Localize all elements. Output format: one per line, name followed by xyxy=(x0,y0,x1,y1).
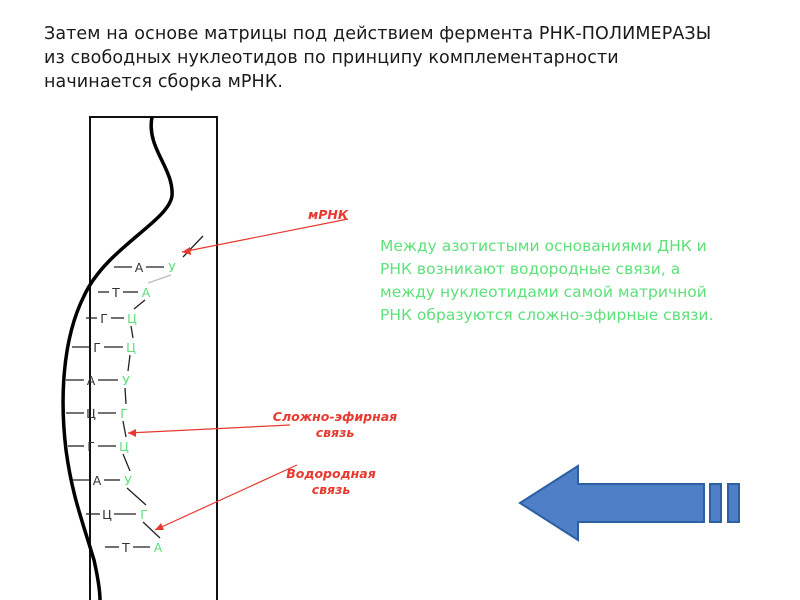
dna-base: Г xyxy=(100,311,108,326)
note-line-2: РНК возникают водородные связи, а xyxy=(380,258,780,281)
dna-base: Ц xyxy=(86,406,96,421)
arrow-body xyxy=(520,466,704,540)
rna-base: Ц xyxy=(127,311,137,326)
ester-bond xyxy=(148,275,171,283)
dna-base: А xyxy=(93,473,102,488)
hydrogen-bond-label-line-2: связь xyxy=(276,482,386,498)
dna-base: Г xyxy=(87,439,95,454)
arrow-stripe-1 xyxy=(710,484,721,522)
hydrogen-bond-label: Водородная связь xyxy=(276,466,386,498)
left-arrow-icon[interactable] xyxy=(516,462,746,544)
rna-base: У xyxy=(124,473,132,488)
ester-bond-label-line-1: Сложно-эфирная xyxy=(262,409,408,425)
rna-base: А xyxy=(142,285,151,300)
dna-base: Т xyxy=(121,540,130,555)
dna-base: Ц xyxy=(102,507,112,522)
hydrogen-bond-label-line-1: Водородная xyxy=(276,466,386,482)
ester-bond xyxy=(131,326,133,338)
mrna-pointer-line xyxy=(182,219,348,252)
ester-bond-label-line-2: связь xyxy=(262,425,408,441)
dna-backbone xyxy=(63,117,172,600)
explanation-note: Между азотистыми основаниями ДНК и РНК в… xyxy=(380,235,780,327)
dna-base: Г xyxy=(93,340,101,355)
rna-base: Г xyxy=(120,406,128,421)
rna-base: Ц xyxy=(126,340,136,355)
ester-bond-label: Сложно-эфирная связь xyxy=(262,409,408,441)
dna-base: А xyxy=(87,373,96,388)
ester-pointer-head xyxy=(128,429,136,437)
dna-base: А xyxy=(135,260,144,275)
mrna-label: мРНК xyxy=(308,207,348,223)
rna-base: У xyxy=(122,373,130,388)
ester-bond xyxy=(123,421,126,437)
rna-base: Г xyxy=(140,507,148,522)
rna-base: Ц xyxy=(119,439,129,454)
ester-bond xyxy=(125,388,126,404)
note-line-3: между нуклеотидами самой матричной xyxy=(380,281,780,304)
rna-base: А xyxy=(154,540,163,555)
note-line-1: Между азотистыми основаниями ДНК и xyxy=(380,235,780,258)
ester-bond xyxy=(128,355,130,371)
arrow-stripe-2 xyxy=(728,484,739,522)
ester-bond xyxy=(123,454,130,471)
ester-bond xyxy=(134,300,145,309)
note-line-4: РНК образуются сложно-эфирные связи. xyxy=(380,304,780,327)
dna-frame xyxy=(90,117,217,600)
rna-base: У xyxy=(168,260,176,275)
ester-bond xyxy=(127,488,146,505)
mrna-growing-end xyxy=(183,236,203,257)
dna-base: Т xyxy=(111,285,120,300)
